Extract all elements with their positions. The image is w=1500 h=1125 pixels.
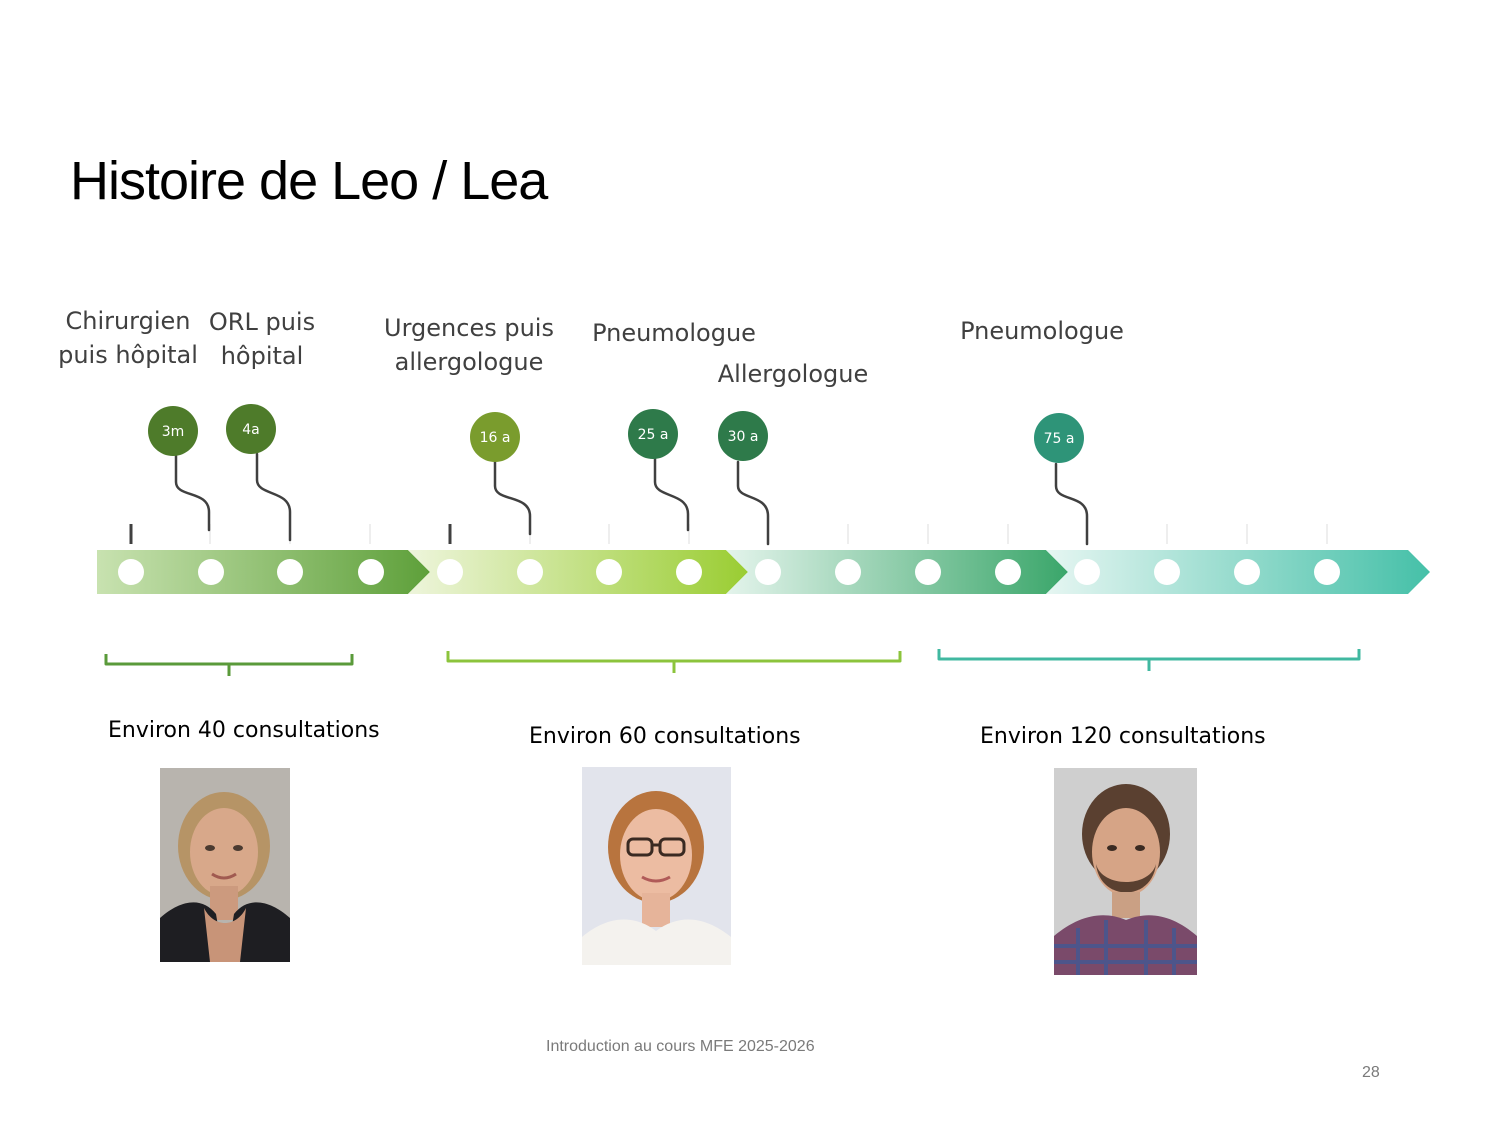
slide-title: Histoire de Leo / Lea: [70, 151, 548, 211]
portrait-photo-3: [1054, 768, 1197, 975]
label-line: Pneumologue: [592, 319, 756, 347]
beard: [1096, 864, 1156, 893]
arrow-segment-3: [726, 550, 1068, 594]
eye: [233, 845, 243, 851]
eye: [1135, 845, 1145, 851]
slide-footer: Introduction au cours MFE 2025-2026: [546, 1038, 815, 1055]
timeline-dot: [118, 559, 144, 585]
marker-circle: [1034, 413, 1084, 463]
group-brackets: [104, 649, 1361, 676]
marker-circle: [718, 411, 768, 461]
arrow-segment-2: [408, 550, 748, 594]
label-urgences: Urgences puis allergologue: [374, 311, 564, 379]
blouse: [582, 919, 731, 965]
timeline-dot: [915, 559, 941, 585]
timeline-dot: [1154, 559, 1180, 585]
bracket-group-2: [446, 651, 902, 673]
timeline-dot: [1234, 559, 1260, 585]
bracket-group-3: [937, 649, 1361, 671]
marker-label: 4a: [242, 422, 260, 438]
timeline-dot: [277, 559, 303, 585]
marker-label: 75 a: [1044, 431, 1075, 447]
label-line: Allergologue: [717, 360, 869, 388]
face: [620, 809, 692, 901]
face: [190, 808, 258, 896]
consultations-group-1: Environ 40 consultations: [108, 718, 380, 743]
marker-circle: [226, 404, 276, 454]
tick-marks: [129, 524, 1328, 544]
marker-label: 30 a: [728, 429, 759, 445]
page-number: 28: [1362, 1064, 1380, 1081]
marker-label: 25 a: [638, 427, 669, 443]
timeline-dot: [517, 559, 543, 585]
timeline-dot: [676, 559, 702, 585]
timeline-diagram: 3m 4a 16 a 25 a 30 a 75 a: [97, 404, 1430, 676]
arrow-segment-1: [97, 550, 430, 594]
label-chirurgien: Chirurgien puis hôpital: [48, 304, 208, 372]
jacket: [160, 902, 290, 962]
timeline-dot: [1074, 559, 1100, 585]
collar: [204, 908, 246, 962]
label-line: hôpital: [220, 342, 304, 370]
timeline-dot: [437, 559, 463, 585]
connector: [653, 456, 690, 532]
neck: [642, 893, 670, 927]
bracket-group-1: [104, 654, 354, 676]
timeline-dot: [1314, 559, 1340, 585]
marker-label: 16 a: [480, 430, 511, 446]
portrait-photo-1: [160, 768, 290, 962]
markers: 3m 4a 16 a 25 a 30 a 75 a: [148, 404, 1084, 463]
portrait-photo-2: [582, 767, 731, 965]
timeline-dot: [835, 559, 861, 585]
label-orl: ORL puis hôpital: [200, 305, 324, 373]
timeline-dot: [358, 559, 384, 585]
label-line: allergologue: [394, 348, 544, 376]
connector: [493, 460, 532, 536]
consultations-group-3: Environ 120 consultations: [980, 724, 1266, 749]
mouth: [211, 872, 237, 880]
neck: [1112, 892, 1140, 918]
label-allergologue: Allergologue: [706, 357, 880, 391]
mouth: [641, 875, 671, 883]
connector: [1054, 462, 1089, 546]
marker-circle: [628, 409, 678, 459]
label-line: Urgences puis: [384, 314, 554, 342]
connector: [736, 460, 770, 546]
shirt-plaid: [1054, 920, 1197, 975]
timeline-dots: [118, 559, 1340, 585]
glasses-right: [658, 837, 686, 857]
label-line: puis hôpital: [58, 341, 198, 369]
label-line: Chirurgien: [65, 307, 191, 335]
marker-circle: [148, 406, 198, 456]
marker-circle: [470, 412, 520, 462]
label-line: ORL puis: [208, 308, 316, 336]
label-pneumologue-2: Pneumologue: [952, 314, 1132, 348]
glasses-left: [626, 837, 654, 857]
connector: [255, 452, 292, 542]
label-pneumologue-1: Pneumologue: [584, 316, 764, 350]
consultations-group-2: Environ 60 consultations: [529, 724, 801, 749]
label-line: Pneumologue: [960, 317, 1124, 345]
timeline-dot: [995, 559, 1021, 585]
eye: [205, 845, 215, 851]
face: [1092, 808, 1160, 896]
timeline-dot: [198, 559, 224, 585]
marker-connectors: [174, 452, 1089, 546]
timeline-dot: [596, 559, 622, 585]
connector: [174, 454, 211, 532]
marker-label: 3m: [162, 424, 185, 440]
eye: [1107, 845, 1117, 851]
timeline-dot: [755, 559, 781, 585]
